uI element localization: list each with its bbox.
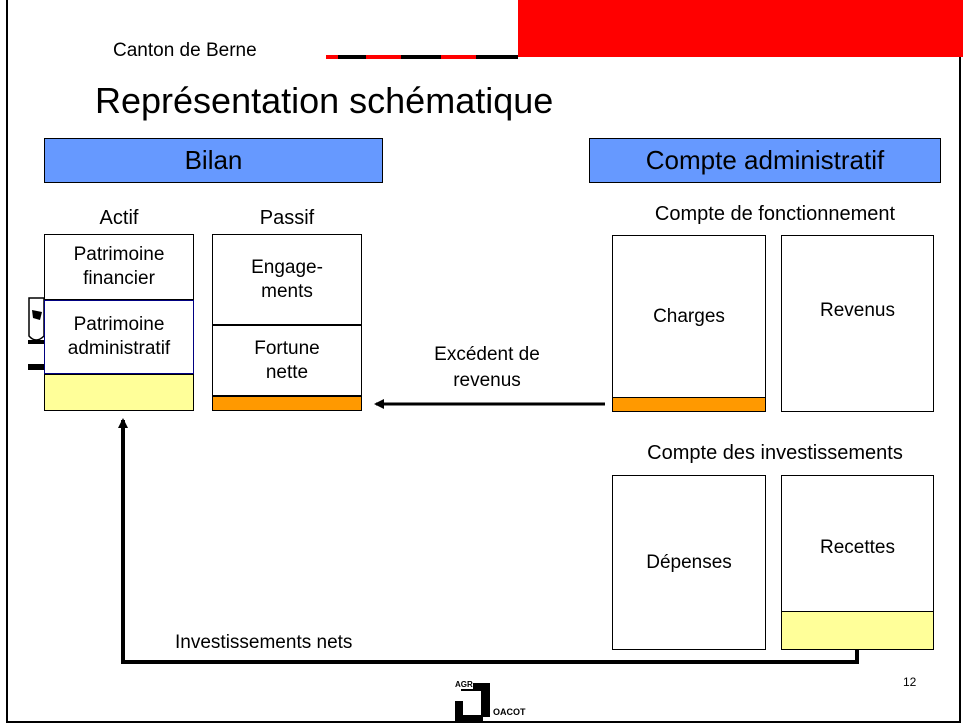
compte-investissements-title: Compte des investissements xyxy=(647,442,903,464)
fortune-nette-orange-bar xyxy=(212,396,362,411)
page-number: 12 xyxy=(903,675,917,689)
investissements-nets-arrow xyxy=(118,418,859,664)
logo-top-text: AGR xyxy=(455,680,473,689)
revenus-box xyxy=(781,235,934,412)
red-banner xyxy=(518,0,963,57)
logo-bottom-text: OACOT xyxy=(493,707,526,717)
page-title: Représentation schématique xyxy=(95,80,554,121)
patrimoine-financier-box: Patrimoine financier xyxy=(44,234,194,300)
coat-of-arms-icon xyxy=(28,296,44,344)
engagements-box: Engage- ments xyxy=(212,234,362,325)
recettes-yellow-bar xyxy=(781,611,934,650)
passif-label: Passif xyxy=(259,207,315,229)
fortune-nette-box: Fortune nette xyxy=(212,325,362,396)
actif-label: Actif xyxy=(99,207,139,229)
header-rule xyxy=(326,55,518,59)
bilan-header: Bilan xyxy=(44,138,383,183)
compte-fonctionnement-title: Compte de fonctionnement xyxy=(654,203,896,225)
investissements-nets-label: Investissements nets xyxy=(175,632,353,653)
compte-administratif-header: Compte administratif xyxy=(589,138,941,183)
recettes-box xyxy=(781,475,934,612)
charges-orange-bar xyxy=(612,397,766,412)
patrimoine-administratif-box: Patrimoine administratif xyxy=(44,300,194,374)
agr-oacot-logo: AGR OACOT xyxy=(455,680,545,723)
depenses-box: Dépenses xyxy=(612,475,766,650)
actif-excedent-bar xyxy=(44,374,194,411)
left-edge-bar xyxy=(28,364,44,370)
excedent-label: Excédent de revenus xyxy=(434,344,540,391)
charges-box: Charges xyxy=(612,235,766,398)
slide-frame xyxy=(6,0,961,723)
org-name: Canton de Berne xyxy=(113,40,257,61)
recettes-label: Recettes xyxy=(820,537,895,558)
revenus-label: Revenus xyxy=(820,300,895,321)
